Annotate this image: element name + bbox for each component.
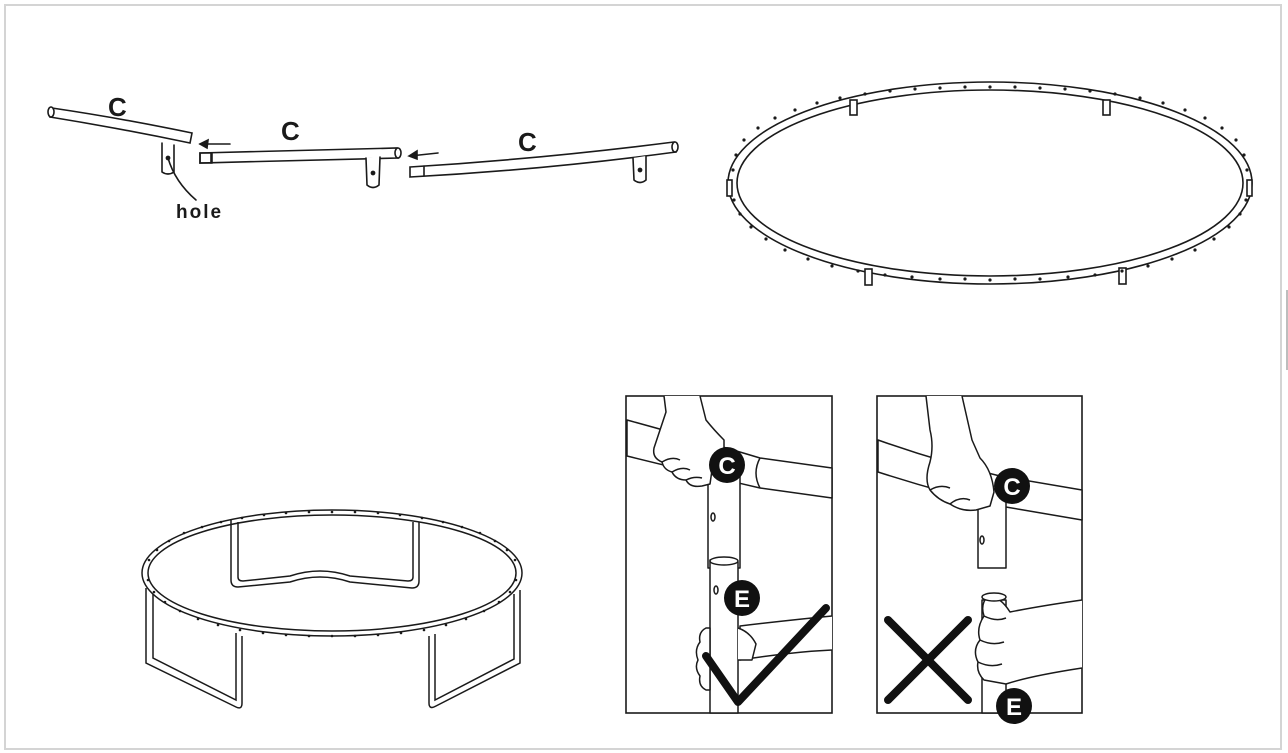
tube-label-c-2: C [281,116,300,146]
cross-mark-icon [884,616,972,704]
step1-tube-assembly [47,106,679,201]
front-left-leg-u [145,588,243,709]
insert-arrow-2 [407,149,439,161]
correct-method-panel: C E [625,395,833,714]
svg-text:C: C [718,453,735,480]
svg-text:C: C [1003,474,1020,501]
insert-arrow-1 [198,138,231,150]
check-mark-icon [702,604,830,706]
svg-text:E: E [1006,694,1022,721]
leg-socket [726,179,733,197]
tube-c-right [409,141,679,184]
leg-socket [849,99,858,116]
tube-label-c-1: C [108,92,127,122]
badge-e-wrong: E [996,688,1032,724]
badge-c-correct: C [709,447,745,483]
leg-socket [1102,99,1111,116]
badge-c-wrong: C [994,468,1030,504]
front-right-leg-u [428,590,521,709]
leg-socket [864,268,873,286]
tube-label-c-3: C [518,127,537,157]
back-leg-u [230,520,420,589]
leg-socket [1118,267,1127,285]
svg-text:E: E [734,586,750,613]
tube-c-left [47,106,193,175]
scroll-edge-marker [1286,290,1288,370]
leg-socket [1246,179,1253,197]
badge-e-correct: E [724,580,760,616]
hole-pointer-line [167,157,197,201]
frame-with-legs [141,509,523,709]
hole-label: hole [176,202,223,223]
page-frame [4,4,1282,750]
wrong-method-panel: C E [876,395,1083,724]
assembled-frame-ring [726,81,1253,286]
tube-c-middle [199,147,402,189]
